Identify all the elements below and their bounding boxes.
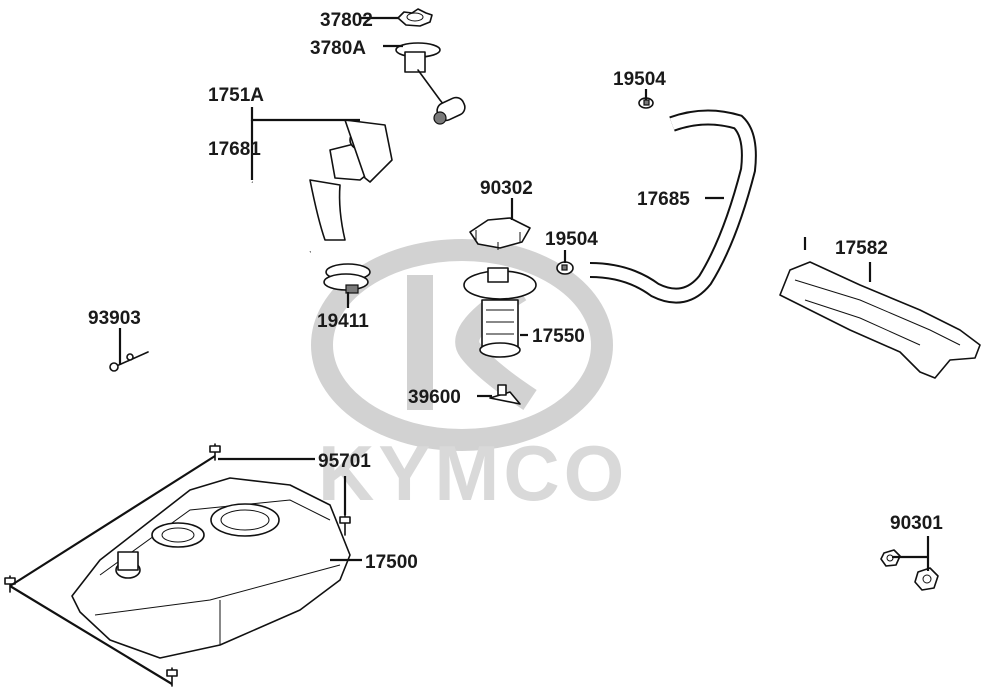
label-19411: 19411 [317, 311, 369, 332]
fuel-sender-3780A [395, 42, 466, 125]
part-labels: 37802 3780A 1751A 17681 19504 17685 9030… [88, 10, 943, 573]
vent-hose-17685 [589, 109, 757, 304]
fuel-tank-17500 [71, 477, 351, 659]
label-1751A: 1751A [208, 85, 264, 106]
label-37802: 37802 [320, 10, 373, 31]
label-17500: 17500 [365, 552, 418, 573]
label-19504-top: 19504 [613, 69, 666, 90]
clip-39600 [489, 384, 521, 405]
label-90302: 90302 [480, 178, 533, 199]
fuel-pump-17550 [463, 267, 537, 358]
retainer-ring-90302 [469, 217, 531, 250]
screw-93903 [109, 351, 149, 372]
label-17685: 17685 [637, 189, 690, 210]
label-39600: 39600 [408, 387, 461, 408]
watermark-text: KYMCO [318, 429, 628, 517]
clamp-19504-mid [556, 261, 574, 275]
fuel-cap-37802 [397, 8, 433, 27]
kymco-watermark: KYMCO [311, 239, 628, 517]
leader-lines [9, 16, 930, 685]
label-17681: 17681 [208, 139, 261, 160]
clamp-19411 [323, 263, 371, 294]
fuel-hose-17681 [204, 169, 313, 281]
label-93903: 93903 [88, 308, 141, 329]
label-3780A: 3780A [310, 38, 366, 59]
tank-bracket-17582 [779, 261, 981, 379]
label-17550: 17550 [532, 326, 585, 347]
label-17582: 17582 [835, 238, 888, 259]
nuts-90301 [880, 549, 939, 591]
filler-neck-1751A [309, 119, 393, 241]
label-90301: 90301 [890, 513, 943, 534]
label-19504-mid: 19504 [545, 229, 598, 250]
label-95701: 95701 [318, 451, 371, 472]
